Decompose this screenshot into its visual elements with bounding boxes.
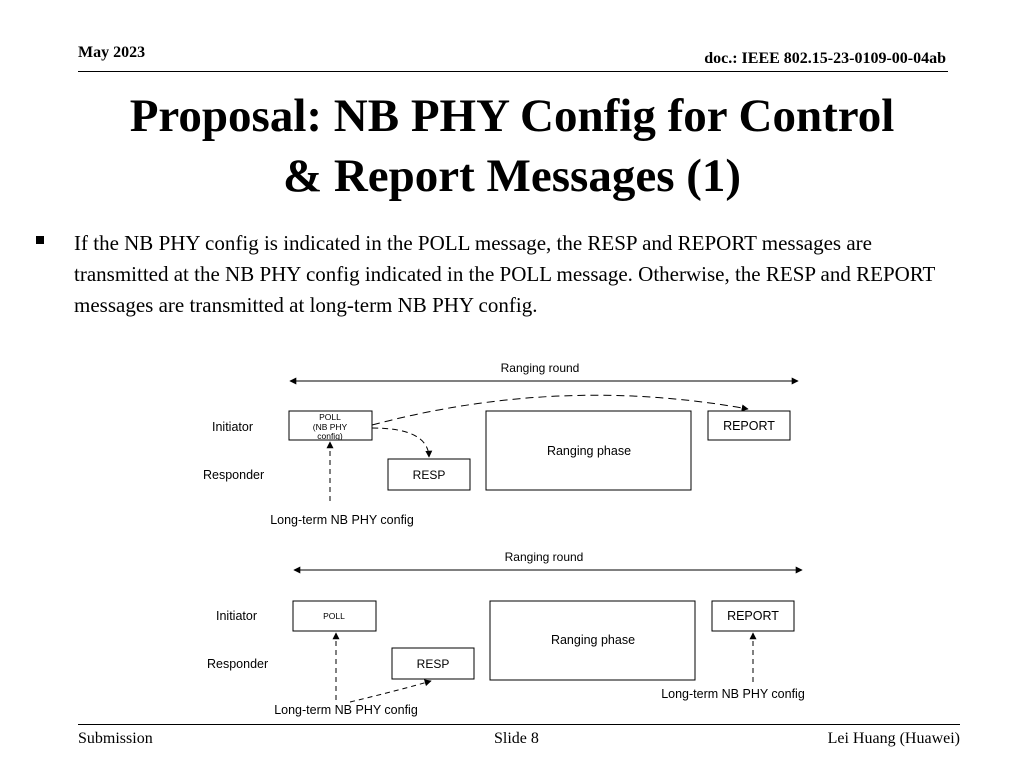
bullet-text: If the NB PHY config is indicated in the… [74,231,935,317]
top-report-box [707,410,791,441]
bottom-initiator-label: Initiator [216,609,257,623]
top-resp-label: RESP [413,468,446,482]
top-ranging-phase-box [485,410,692,491]
bottom-longterm-right-label: Long-term NB PHY config [661,687,805,701]
top-poll-config-label: config) [317,431,343,441]
bottom-poll-label: POLL [323,611,345,621]
top-ranging-phase-label: Ranging phase [547,444,631,458]
slide-title-line-1: Proposal: NB PHY Config for Control [129,90,895,142]
square-bullet-icon [36,236,44,244]
bottom-ranging-phase-label: Ranging phase [551,633,635,647]
bottom-longterm-left-label: Long-term NB PHY config [274,703,418,717]
top-poll-box [288,410,373,441]
bottom-report-label: REPORT [727,609,779,623]
top-longterm-label: Long-term NB PHY config [270,513,414,527]
bottom-ranging-phase-box [489,600,696,681]
top-initiator-label: Initiator [212,420,253,434]
bullet-list: If the NB PHY config is indicated in the… [36,228,956,321]
diagram-bottom: Ranging round Initiator Responder POLL R… [207,550,805,717]
bottom-report-box [711,600,795,632]
bottom-longterm-to-resp-arrow [349,679,432,703]
top-poll-to-report-arrow [371,394,749,426]
bottom-responder-label: Responder [207,657,268,671]
bottom-resp-label: RESP [417,657,450,671]
top-ranging-round-label: Ranging round [501,361,580,375]
top-resp-box [387,458,471,491]
top-responder-label: Responder [203,468,264,482]
slide-title: Proposal: NB PHY Config for Control & Re… [60,86,964,206]
footer-divider [78,724,960,725]
bottom-resp-box [391,647,475,680]
top-poll-label: POLL [319,412,341,422]
footer-author: Lei Huang (Huawei) [827,730,960,747]
top-poll-to-resp-arrow [371,427,433,458]
top-report-label: REPORT [723,419,775,433]
bottom-poll-box [292,600,377,632]
footer-submission: Submission [78,730,153,747]
bullet-item: If the NB PHY config is indicated in the… [36,228,956,321]
header-doc-id: doc.: IEEE 802.15-23-0109-00-04ab [704,50,946,67]
top-poll-nbphy-label: (NB PHY [313,422,348,432]
header-divider [78,71,948,72]
footer-slide-number: Slide 8 [494,730,539,747]
slide-title-line-2: & Report Messages (1) [282,150,742,202]
diagram-top: Ranging round Initiator Responder POLL (… [203,361,799,527]
bottom-ranging-round-label: Ranging round [505,550,584,564]
header-date: May 2023 [78,44,146,61]
